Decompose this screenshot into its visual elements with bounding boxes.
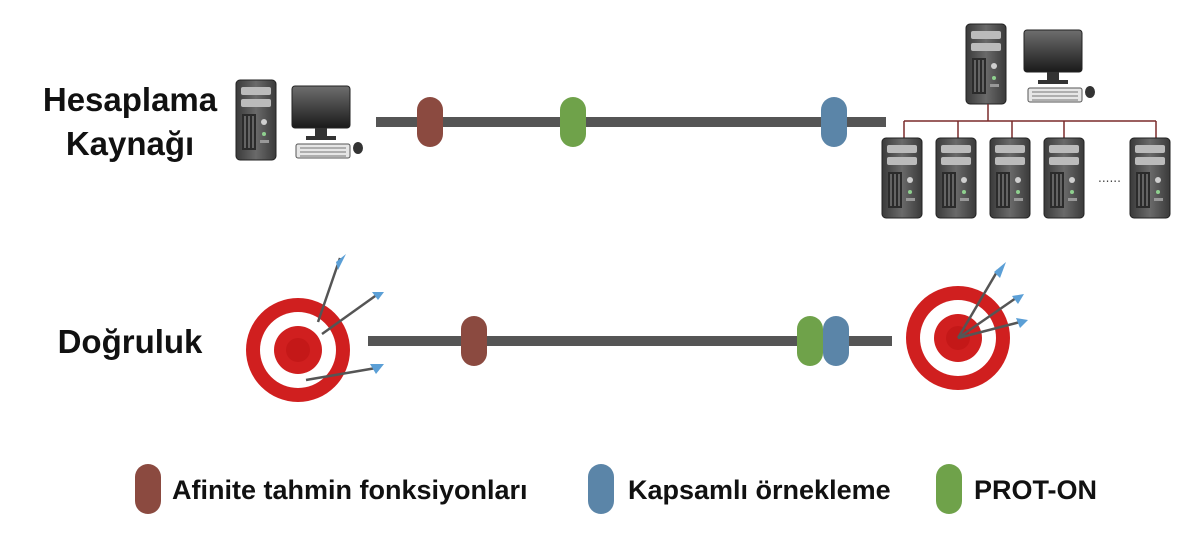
server-cluster-icon: ...... <box>881 23 1171 219</box>
compute-marker-affinity <box>417 97 443 147</box>
accuracy-label: Doğruluk <box>57 323 203 360</box>
legend-label-proton: PROT-ON <box>974 475 1098 505</box>
accuracy-marker-affinity <box>461 316 487 366</box>
accuracy-marker-sampling <box>823 316 849 366</box>
legend-swatch-affinity <box>135 464 161 514</box>
compute-label-line2: Kaynağı <box>65 125 195 162</box>
legend-label-sampling: Kapsamlı örnekleme <box>628 475 891 505</box>
server-ellipsis: ...... <box>1098 171 1121 185</box>
legend-swatch-proton <box>936 464 962 514</box>
legend-swatch-sampling <box>588 464 614 514</box>
compute-resource-label: Hesaplama Kaynağı <box>30 78 230 166</box>
single-computer-icon <box>235 79 364 161</box>
accuracy-marker-proton <box>797 316 823 366</box>
bullseye-target-icon <box>906 262 1028 390</box>
compute-label-line1: Hesaplama <box>42 81 218 118</box>
compute-marker-proton <box>560 97 586 147</box>
scattered-target-icon <box>246 254 384 402</box>
legend-label-affinity: Afinite tahmin fonksiyonları <box>172 475 528 505</box>
compute-marker-sampling <box>821 97 847 147</box>
